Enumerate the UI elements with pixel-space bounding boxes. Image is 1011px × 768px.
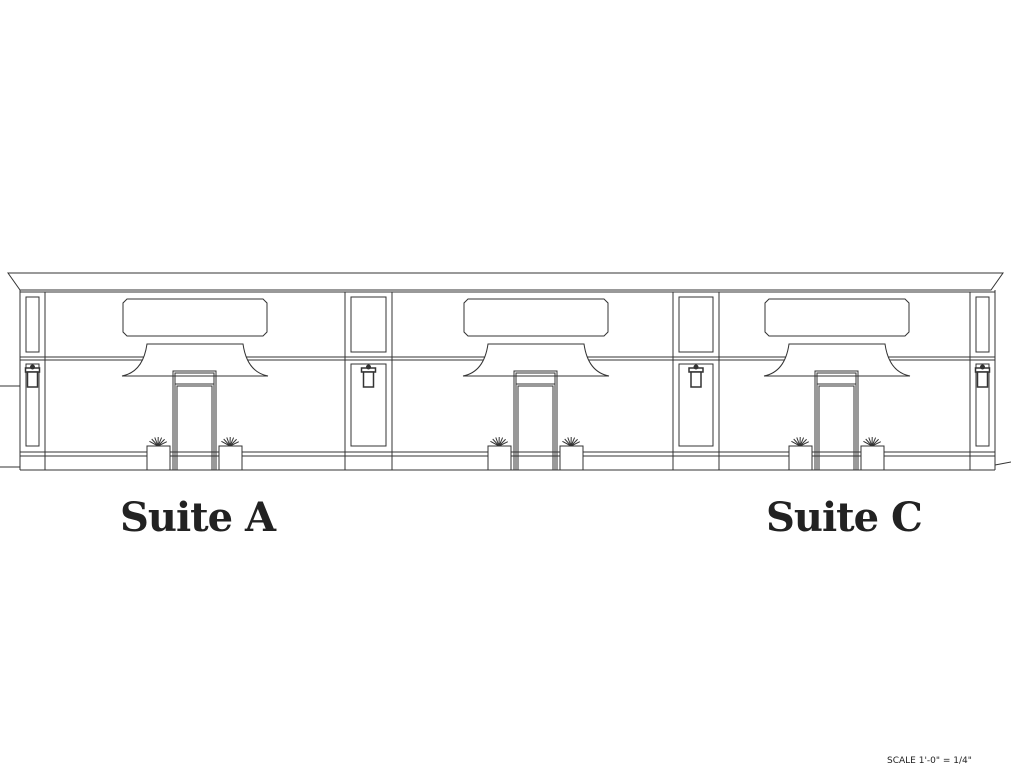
pilaster-lower-panel <box>678 363 714 447</box>
plant-leaf <box>799 438 807 447</box>
plant-leaf <box>570 437 576 447</box>
planter <box>487 436 512 471</box>
plant-leaf <box>567 437 572 447</box>
door-frame-inner <box>816 372 857 471</box>
plant-leaf <box>229 438 237 447</box>
wall-lantern-icon <box>24 364 41 388</box>
plant-leaf <box>149 440 159 447</box>
plant-leaf <box>229 437 235 447</box>
plant-leaf <box>570 438 578 447</box>
lantern-body <box>362 371 375 388</box>
plant-leaf <box>799 441 809 447</box>
pilaster-upper-panel <box>678 296 714 353</box>
plant-leaf <box>570 441 580 447</box>
awning <box>462 343 610 377</box>
planter <box>559 436 584 471</box>
adjacent-ground-line-right <box>994 461 1011 466</box>
pilaster <box>344 292 393 470</box>
door-frame-inner <box>515 372 556 471</box>
plant-leaf <box>498 438 506 447</box>
planter <box>146 436 171 471</box>
plant-leaf <box>562 440 572 447</box>
plant-leaf <box>791 440 801 447</box>
planter-box <box>788 445 813 471</box>
planter-box <box>487 445 512 471</box>
sign-panel <box>122 298 268 337</box>
storefront-bay-c <box>763 298 911 471</box>
plant-leaf <box>490 440 500 447</box>
plant-leaf <box>868 437 873 447</box>
door-leaf <box>176 385 213 471</box>
planter <box>860 436 885 471</box>
plant-leaf <box>226 437 231 447</box>
plant-leaf <box>871 438 879 447</box>
cornice <box>7 272 1004 291</box>
pilaster-upper-panel <box>350 296 387 353</box>
wall-lantern-icon <box>974 364 991 388</box>
plant-leaf <box>221 440 231 447</box>
plant-leaf <box>229 441 239 447</box>
wall-lantern-icon <box>688 364 704 388</box>
plant-leaf <box>865 438 873 447</box>
plant-leaf <box>157 437 163 447</box>
pilaster-lower-panel <box>975 363 990 447</box>
storefront-bay-b <box>462 298 610 471</box>
awning <box>121 343 269 377</box>
lantern-top <box>366 364 371 370</box>
planter-box <box>218 445 243 471</box>
plant-leaf <box>154 437 159 447</box>
suite-a-label: Suite A <box>120 494 276 541</box>
planter-box <box>559 445 584 471</box>
pilaster <box>969 292 996 470</box>
wall-lantern-icon <box>360 364 377 388</box>
plant-leaf <box>793 438 801 447</box>
lantern-top <box>980 364 985 370</box>
door-leaf <box>818 385 855 471</box>
pilaster-lower-panel <box>25 363 40 447</box>
plant-leaf <box>871 441 881 447</box>
lantern-body <box>976 371 989 388</box>
plant-leaf <box>498 441 508 447</box>
sign-panel <box>463 298 609 337</box>
suite-c-label: Suite C <box>766 494 923 541</box>
plant-leaf <box>495 437 500 447</box>
plant-leaf <box>223 438 231 447</box>
pilaster-lower-panel <box>350 363 387 447</box>
plant-leaf <box>157 438 165 447</box>
door-leaf <box>517 385 554 471</box>
pilaster <box>672 292 720 470</box>
plant-leaf <box>863 440 873 447</box>
sign-panel <box>764 298 910 337</box>
storefront-bay-a <box>121 298 269 471</box>
planter <box>218 436 243 471</box>
plant-leaf <box>796 437 801 447</box>
pilaster-upper-panel <box>25 296 40 353</box>
plant-leaf <box>157 441 167 447</box>
lantern-top <box>693 364 699 370</box>
plant-leaf <box>564 438 572 447</box>
lantern-body <box>26 371 39 388</box>
plant-leaf <box>492 438 500 447</box>
planter-box <box>860 445 885 471</box>
scale-note: SCALE 1'-0" = 1/4" <box>887 756 972 766</box>
plant-leaf <box>151 438 159 447</box>
lantern-top <box>30 364 35 370</box>
pilaster-upper-panel <box>975 296 990 353</box>
plant-leaf <box>799 437 805 447</box>
plant-leaf <box>871 437 877 447</box>
planter <box>788 436 813 471</box>
lantern-body <box>690 371 702 388</box>
door-frame-inner <box>174 372 215 471</box>
awning <box>763 343 911 377</box>
pilaster <box>19 292 46 470</box>
plant-leaf <box>498 437 504 447</box>
planter-box <box>146 445 171 471</box>
